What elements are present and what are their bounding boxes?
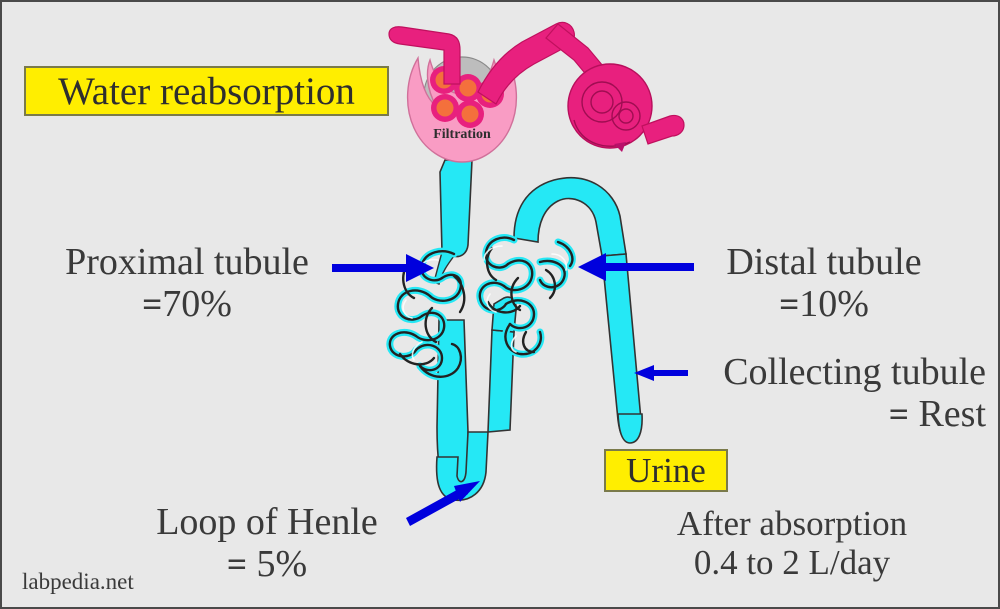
henle-equals-sign: =: [226, 545, 247, 585]
proximal-tubule-label: Proximal tubule =70%: [32, 242, 342, 325]
afferent-arteriole: [388, 26, 461, 85]
coil-inner-ring-2: [590, 90, 614, 114]
coil-inner-ring-3: [611, 101, 641, 131]
collecting-tubule-tip: [617, 413, 643, 444]
nephron-tubule-group: [433, 159, 643, 501]
distal-tubule-arch: [513, 176, 627, 257]
bowmans-capsule-glomerulus: Filtration: [388, 21, 575, 163]
coil-outflow-vessel: [641, 114, 685, 145]
urine-output-line1: After absorption: [676, 504, 908, 543]
filtration-label: Filtration: [433, 127, 491, 142]
proximal-tubule-name: Proximal tubule: [65, 241, 309, 283]
peritubular-capillary-coil: [545, 23, 685, 152]
collecting-tubule-label: Collecting tubule = Rest: [666, 352, 986, 435]
watermark-label: labpedia.net: [22, 569, 134, 594]
loop-of-henle-label: Loop of Henle = 5%: [112, 502, 422, 585]
collecting-tubule-name: Collecting tubule: [723, 351, 986, 393]
coil-shadow-tab: [614, 142, 626, 152]
arrow-distal-tubule: [578, 253, 694, 281]
arrow-proximal-tubule: [332, 254, 434, 282]
distal-tubule-name: Distal tubule: [726, 241, 922, 283]
proximal-tubule-upper-segment: [439, 159, 473, 258]
pointer-arrows: [332, 253, 694, 526]
collecting-tubule-value-line: = Rest: [666, 394, 986, 434]
arrow-loop-of-henle: [406, 481, 480, 526]
collecting-tubule-value: Rest: [918, 393, 986, 436]
distal-convoluted-tubule: [476, 234, 576, 358]
distal-tubule-label: Distal tubule =10%: [696, 242, 952, 325]
urine-output-line2: 0.4 to 2 L/day: [693, 543, 891, 583]
efferent-arteriole: [477, 21, 575, 105]
urine-output-label: After absorption 0.4 to 2 L/day: [627, 505, 957, 581]
loop-of-henle-value-line: = 5%: [112, 544, 422, 584]
arrow-collecting-tubule: [634, 365, 688, 381]
proximal-convoluted-tubule: [386, 247, 466, 381]
proximal-equals-sign: =: [142, 285, 163, 325]
proximal-tubule-value-line: =70%: [32, 284, 342, 324]
coil-body: [567, 63, 653, 149]
collecting-equals-sign: =: [888, 395, 909, 435]
coil-inner-ring-4: [618, 108, 634, 124]
loop-of-henle-name: Loop of Henle: [156, 501, 378, 543]
distal-tubule-value: 10%: [799, 283, 869, 326]
loop-of-henle-value: 5%: [256, 543, 308, 586]
distal-equals-sign: =: [779, 285, 800, 325]
distal-tubule-value-line: =10%: [696, 284, 952, 324]
title-badge: Water reabsorption: [24, 66, 389, 116]
urine-badge: Urine: [604, 449, 728, 492]
proximal-tubule-value: 70%: [162, 283, 232, 326]
